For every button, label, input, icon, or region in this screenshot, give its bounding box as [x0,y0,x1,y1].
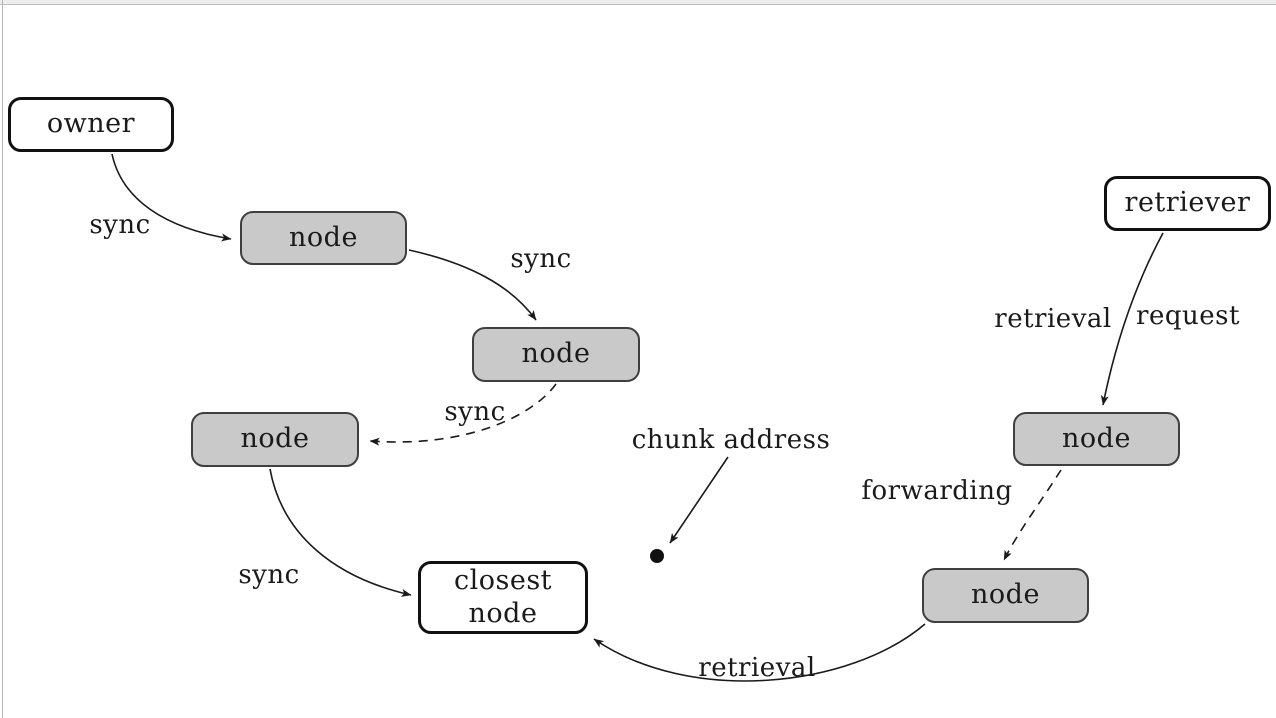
node-2-label: node [521,338,591,370]
edge-label-forwarding: forwarding [861,476,1013,506]
node-owner-label: owner [46,108,136,140]
edge-label-retrieval-bottom: retrieval [698,653,816,683]
node-owner: owner [8,97,174,152]
node-4: node [1013,412,1180,466]
node-5: node [922,568,1089,623]
node-retriever-label: retriever [1124,187,1251,219]
node-closest-label: closest node [453,565,553,629]
chunk-address-label: chunk address [631,425,831,455]
arrow-sync-node2-to-node3-dashed [369,383,557,446]
edge-label-sync-4: sync [238,560,300,590]
arrow-retrieval-request-retriever-to-node4 [1100,232,1164,406]
arrow-sync-node3-to-closest [269,468,412,597]
node-2: node [472,327,640,382]
node-closest: closest node [418,561,588,634]
node-3: node [191,412,359,467]
node-4-label: node [1062,422,1131,454]
frame-top-line [0,0,1276,5]
edge-label-retrieval-left: retrieval [994,304,1112,334]
frame-left-line [2,0,3,718]
chunk-address-dot [650,549,664,563]
arrow-forwarding-node4-to-node5-dashed [1003,469,1062,561]
edge-label-sync-2: sync [510,244,572,274]
node-5-label: node [971,579,1040,611]
arrow-chunk-address-pointer [669,456,729,544]
arrow-sync-owner-to-node1 [111,153,232,242]
node-retriever: retriever [1104,176,1271,231]
arrow-sync-node1-to-node2 [408,249,537,321]
node-1-label: node [289,221,358,253]
edge-label-request-right: request [1136,301,1240,331]
arrow-retrieval-node5-to-closest [593,623,926,682]
edge-label-sync-3: sync [444,397,506,427]
edge-label-sync-1: sync [89,210,151,240]
node-3-label: node [240,423,310,455]
node-1: node [240,211,407,265]
